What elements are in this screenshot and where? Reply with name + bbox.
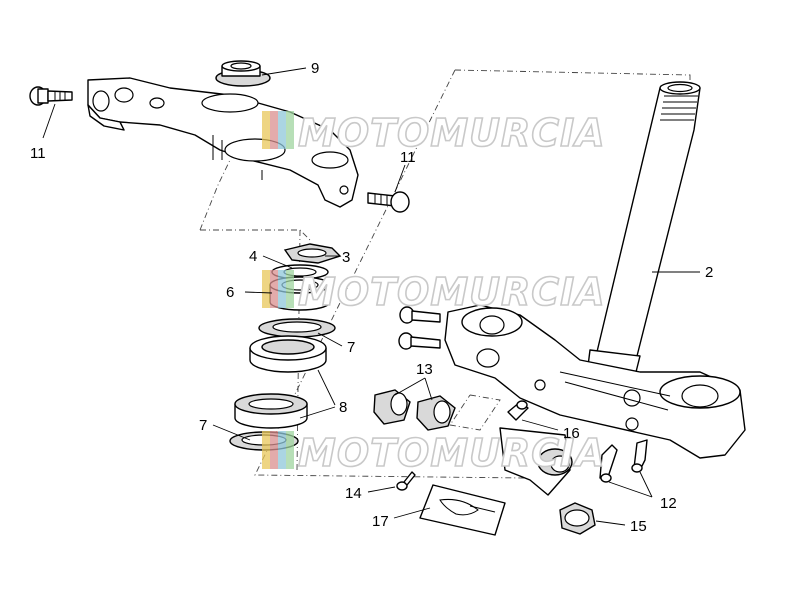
callout-7-lower: 7 [199, 417, 207, 434]
callout-11-left: 11 [30, 145, 46, 162]
upper-triple-clamp [87, 77, 359, 208]
screw-16 [507, 400, 529, 421]
bush-13-a [373, 389, 411, 425]
bolt-11-left [29, 86, 73, 106]
watermark-swatch [286, 270, 294, 308]
callout-4: 4 [249, 248, 257, 265]
watermark-swatch [262, 111, 270, 149]
callout-13: 13 [416, 361, 433, 378]
bolt-11-right [367, 191, 410, 213]
callout-6: 6 [226, 284, 234, 301]
bearing-8-lower [234, 393, 308, 429]
leader-lines [42, 67, 700, 526]
watermark-middle: MOTOMURCIA [262, 269, 606, 315]
bearing-8-upper [249, 335, 327, 373]
watermark-swatch [262, 270, 270, 308]
watermark-swatch [278, 431, 286, 469]
watermark-swatch [286, 431, 294, 469]
dust-seal-7-upper [258, 318, 336, 338]
callout-15: 15 [630, 518, 647, 535]
bush-13-b [416, 395, 456, 431]
lower-triple-clamp [444, 304, 746, 459]
watermark-swatch [286, 111, 294, 149]
screw-14 [396, 471, 416, 491]
bracket-assembly [499, 427, 573, 496]
watermark-swatch [270, 431, 278, 469]
top-nut-9 [215, 60, 271, 87]
watermark-text: MOTOMURCIA [298, 270, 606, 314]
watermark-swatch [262, 431, 270, 469]
callout-14: 14 [345, 485, 362, 502]
callout-12: 12 [660, 495, 677, 512]
grommet-15 [559, 502, 596, 535]
watermark-swatch [278, 111, 286, 149]
callout-17: 17 [372, 513, 389, 530]
callout-9: 9 [311, 60, 319, 77]
badge-plate-17 [419, 484, 506, 536]
clamp-bolts [398, 306, 441, 350]
watermark-text: MOTOMURCIA [298, 431, 606, 475]
callout-2: 2 [705, 264, 713, 281]
watermark-top: MOTOMURCIA [262, 110, 606, 156]
callout-7-upper: 7 [347, 339, 355, 356]
callout-16: 16 [563, 425, 580, 442]
callout-11-right: 11 [400, 149, 416, 166]
watermark-text: MOTOMURCIA [298, 111, 606, 155]
watermark-swatch [270, 111, 278, 149]
bolts-12 [599, 439, 648, 483]
watermark-bottom: MOTOMURCIA [262, 430, 606, 476]
callout-8: 8 [339, 399, 347, 416]
callout-numbers: 2 3 4 6 7 7 8 9 11 11 12 13 14 15 16 17 [30, 60, 713, 535]
watermark-swatch [270, 270, 278, 308]
callout-3: 3 [342, 249, 350, 266]
watermark-swatch [278, 270, 286, 308]
ring-nut-3 [283, 243, 342, 264]
